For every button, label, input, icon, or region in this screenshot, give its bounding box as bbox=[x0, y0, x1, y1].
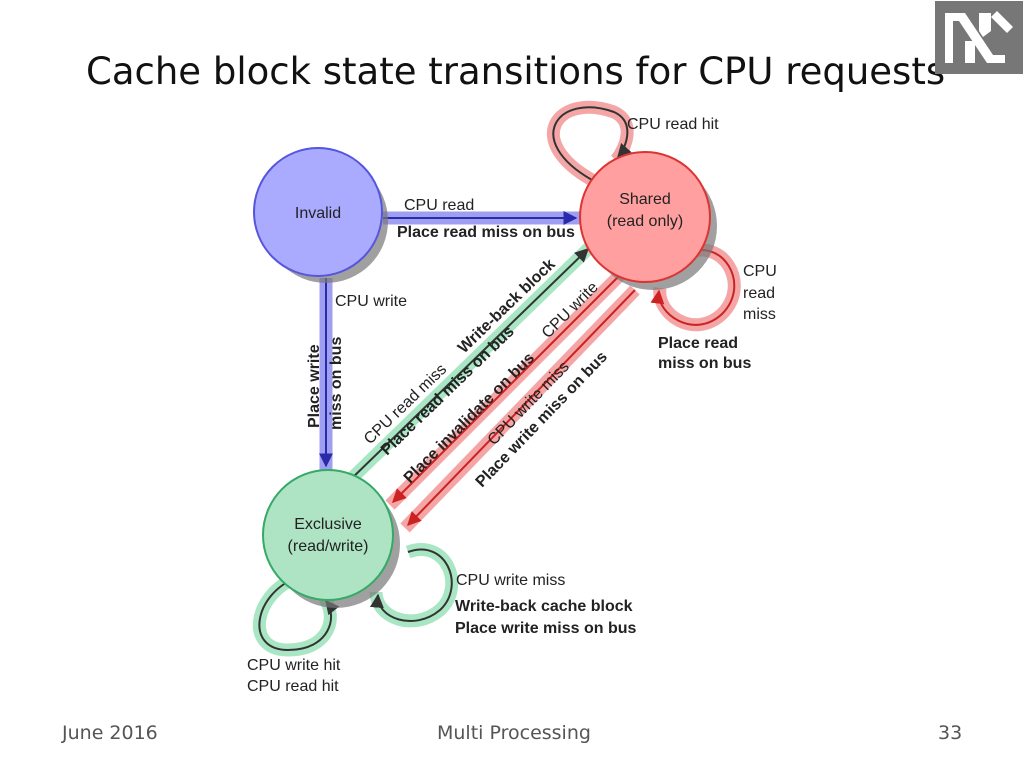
loop-shared-miss-event-1: CPU bbox=[743, 263, 777, 280]
loop-shared-read-hit: CPU read hit bbox=[546, 100, 719, 186]
footer-date: June 2016 bbox=[62, 722, 158, 744]
state-exclusive-label-2: (read/write) bbox=[288, 538, 369, 555]
state-shared-label-1: Shared bbox=[619, 191, 671, 208]
transition-invalid-to-shared: CPU read Place read miss on bus bbox=[383, 197, 580, 241]
state-shared-label-2: (read only) bbox=[607, 213, 683, 230]
state-invalid-label: Invalid bbox=[295, 205, 341, 222]
transition-invalid-shared-action: Place read miss on bus bbox=[397, 224, 575, 241]
state-exclusive-label-1: Exclusive bbox=[294, 516, 362, 533]
footer-page-number: 33 bbox=[938, 722, 963, 744]
loop-shared-miss-event-2: read bbox=[743, 285, 775, 302]
transition-invalid-to-exclusive: CPU write Place write miss on bus bbox=[306, 278, 407, 470]
state-shared: Shared (read only) bbox=[579, 151, 717, 290]
loop-exclusive-hit-1: CPU write hit bbox=[247, 657, 341, 674]
transition-invalid-exclusive-event: CPU write bbox=[335, 293, 407, 310]
transition-shared-exclusive-miss-action: Place write miss on bus bbox=[473, 348, 611, 490]
loop-shared-read-miss: CPU read miss Place read miss on bus bbox=[650, 243, 777, 372]
loop-exclusive-hit-2: CPU read hit bbox=[247, 678, 339, 695]
hebrew-letters-logo-icon bbox=[935, 1, 1023, 74]
slide-title: Cache block state transitions for CPU re… bbox=[86, 50, 946, 93]
state-exclusive: Exclusive (read/write) bbox=[262, 469, 400, 608]
footer-title: Multi Processing bbox=[437, 722, 591, 744]
state-invalid: Invalid bbox=[253, 147, 388, 283]
loop-shared-read-hit-label: CPU read hit bbox=[627, 116, 719, 133]
loop-exclusive-hit: CPU write hit CPU read hit bbox=[247, 571, 341, 695]
transition-invalid-exclusive-action-1: Place write bbox=[306, 344, 323, 428]
transition-invalid-shared-event: CPU read bbox=[404, 197, 474, 214]
loop-exclusive-miss-action-2: Place write miss on bus bbox=[455, 620, 637, 637]
loop-exclusive-write-miss: CPU write miss Write-back cache block Pl… bbox=[369, 543, 637, 637]
loop-exclusive-miss-event: CPU write miss bbox=[456, 572, 565, 589]
transition-invalid-exclusive-action-2: miss on bus bbox=[328, 337, 345, 430]
loop-exclusive-miss-action-1: Write-back cache block bbox=[455, 598, 633, 615]
loop-shared-miss-event-3: miss bbox=[743, 306, 776, 323]
loop-shared-miss-action-1: Place read bbox=[658, 335, 738, 352]
loop-shared-miss-action-2: miss on bus bbox=[658, 355, 751, 372]
